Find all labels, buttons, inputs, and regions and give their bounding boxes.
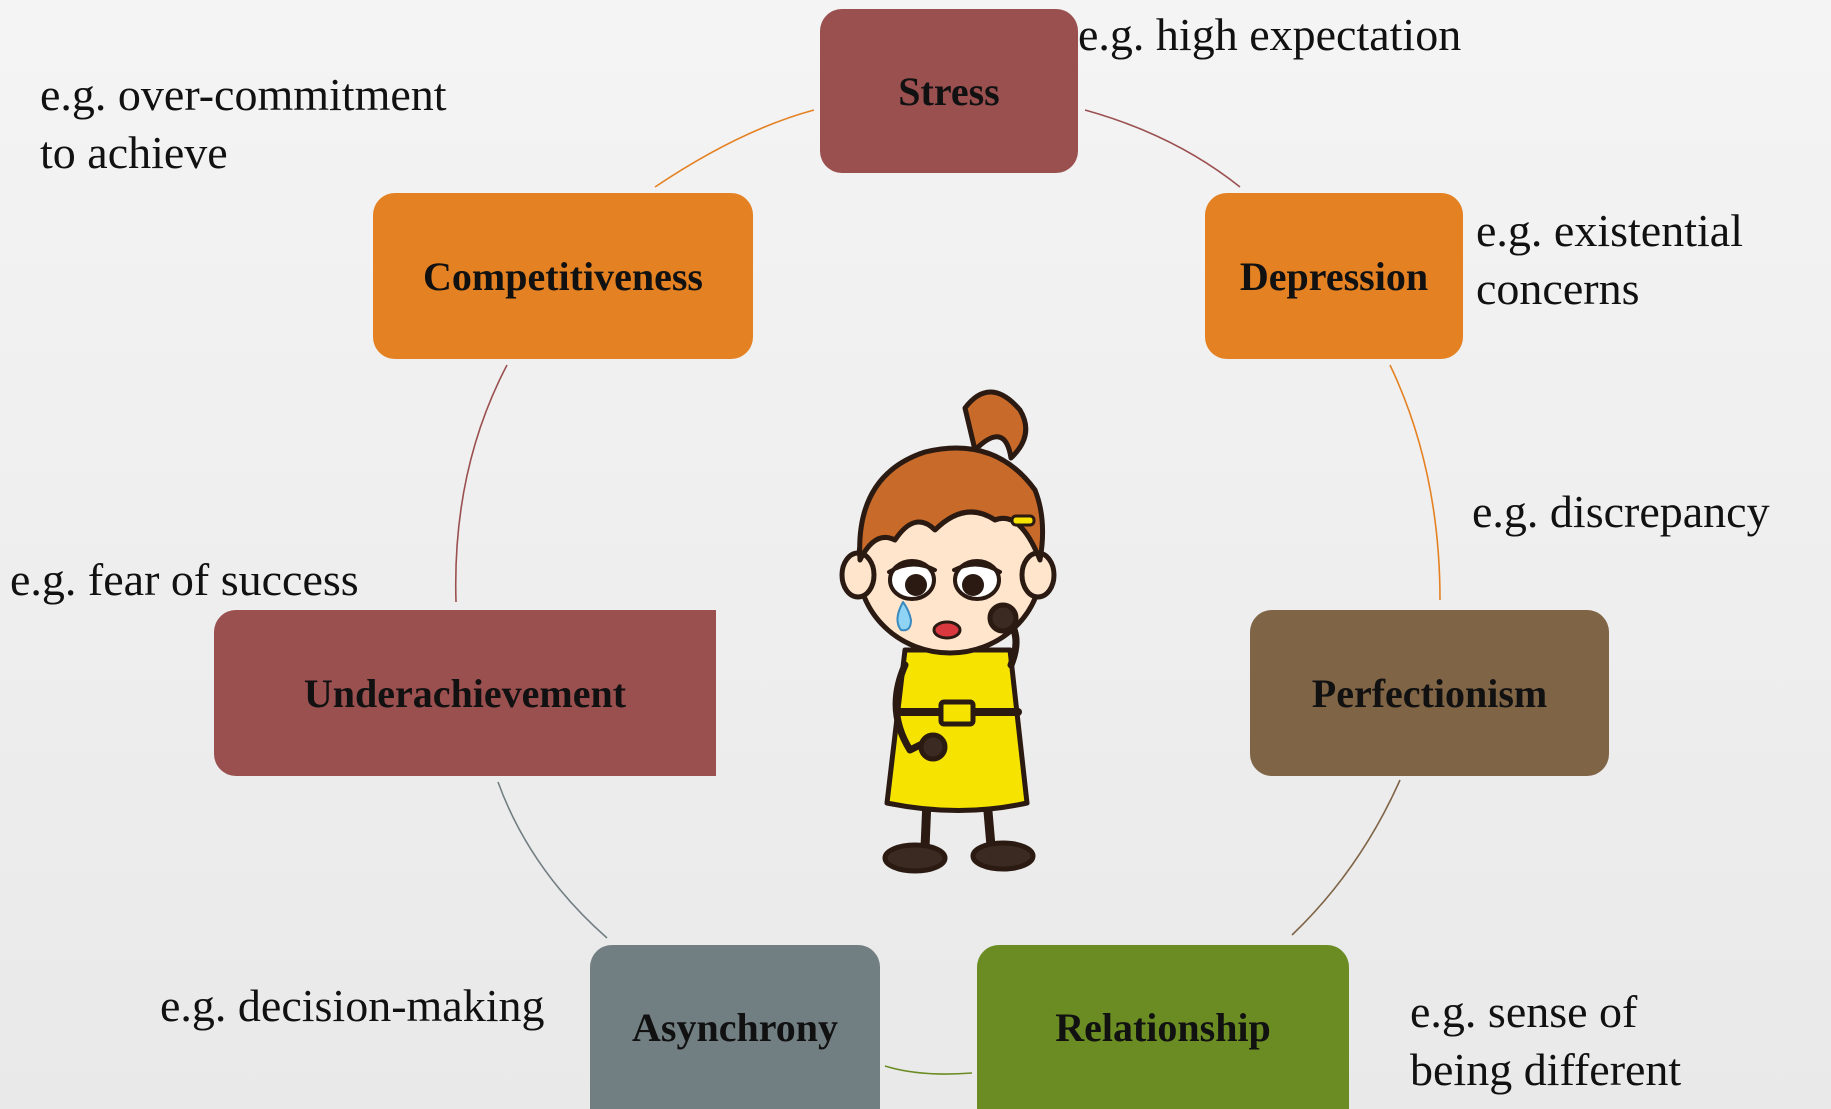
note-relationship-line-2: being different [1410,1044,1682,1095]
node-stress: Stress [820,9,1078,173]
connector-competitiveness-stress [654,109,815,188]
node-depression: Depression [1205,193,1463,359]
node-asynchrony-label: Asynchrony [632,1004,838,1050]
note-asynchrony: e.g. decision-making [160,980,545,1031]
connector-relationship-asynchrony [884,1065,973,1075]
node-relationship: Relationship [977,945,1349,1109]
note-underachievement: e.g. fear of success [10,554,359,605]
note-competitiveness: e.g. over-commitment to achieve [40,66,447,182]
node-underachievement-label: Underachievement [303,670,627,716]
node-depression-label: Depression [1239,253,1429,299]
note-depression-line-1: e.g. existential [1476,205,1743,256]
node-stress-label: Stress [898,68,1000,114]
note-perfectionism: e.g. discrepancy [1472,486,1770,537]
node-competitiveness: Competitiveness [373,193,753,359]
node-perfectionism-label: Perfectionism [1311,670,1548,716]
note-depression-line-2: concerns [1476,263,1640,314]
note-competitiveness-line-1: e.g. over-commitment [40,69,447,120]
node-perfectionism: Perfectionism [1250,610,1609,776]
connector-asynchrony-underachievement [497,781,608,939]
note-stress: e.g. high expectation [1078,9,1462,60]
connector-perfectionism-relationship [1291,779,1401,936]
note-relationship-line-1: e.g. sense of [1410,986,1638,1037]
connector-depression-perfectionism [1389,364,1441,601]
note-relationship: e.g. sense of being different [1410,983,1681,1099]
node-relationship-label: Relationship [1055,1004,1271,1050]
node-competitiveness-label: Competitiveness [423,253,703,299]
note-competitiveness-line-2: to achieve [40,127,228,178]
node-asynchrony: Asynchrony [590,945,880,1109]
crying-girl-illustration [839,389,1057,874]
note-depression: e.g. existential concerns [1476,202,1743,318]
connector-stress-depression [1084,109,1241,188]
connector-underachievement-competitiveness [454,364,508,603]
node-underachievement: Underachievement [214,610,716,776]
